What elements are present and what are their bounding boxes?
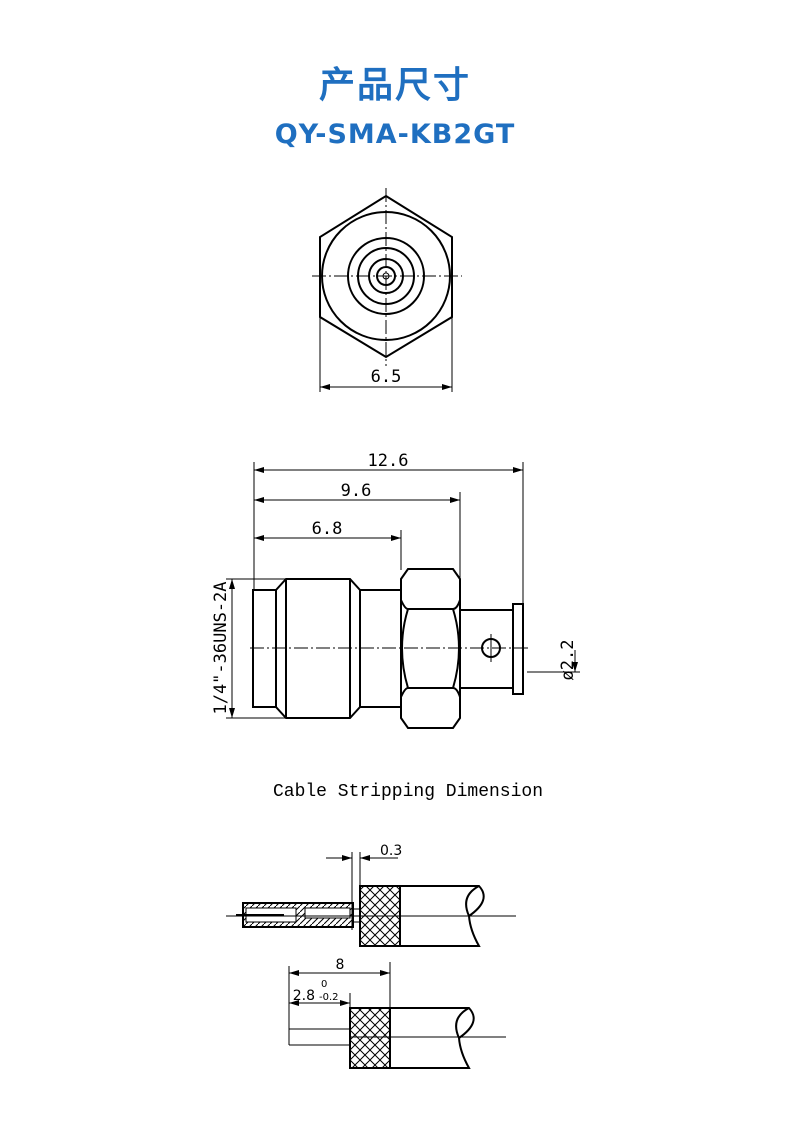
center-tolerance-upper: 0 [321,979,327,990]
strip-length-dimension: 8 [336,957,345,973]
body-length-dimension: 6.8 [312,519,343,539]
thread-spec: 1/4"-36UNS-2A [211,581,231,714]
stripping-caption: Cable Stripping Dimension [273,782,543,802]
cable-diameter: ø2.2 [558,640,578,681]
overall-length-dimension: 12.6 [368,451,409,471]
gap-dimension: 0.3 [380,843,402,859]
side-view: 12.6 9.6 6.8 1/4"-36UNS-2A ø2.2 [211,451,580,729]
page-title: 产品尺寸 [318,65,471,106]
front-view: 6.5 [312,188,462,392]
stripping-diagram-with-contact: 0.3 [226,843,516,947]
center-length-dimension: 2.8 [293,988,315,1004]
model-number: QY-SMA-KB2GT [274,119,516,150]
width-dimension: 6.5 [371,367,402,387]
stripping-diagram-cable: 8 2.8 -0.2 0 [288,957,506,1069]
center-tolerance-lower: -0.2 [319,992,339,1003]
nut-length-dimension: 9.6 [341,481,372,501]
